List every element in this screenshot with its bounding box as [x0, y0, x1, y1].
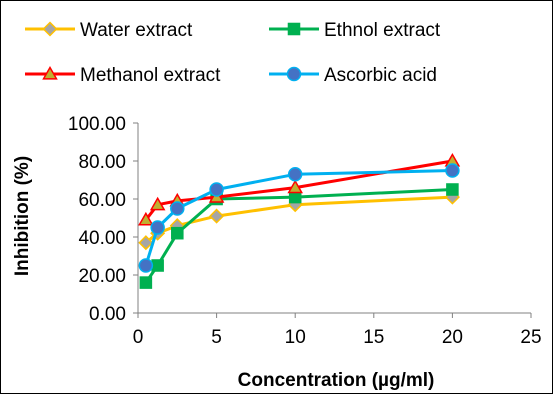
- series-methanol-extract: [138, 152, 461, 226]
- data-point-ascorbic-acid: [287, 167, 303, 182]
- series-layer: [138, 152, 461, 289]
- legend-label: Water extract: [80, 20, 193, 41]
- data-point-ethnol-extract: [171, 226, 184, 240]
- legend-label: Ethnol extract: [324, 20, 441, 41]
- x-axis-title: Concentration (µg/ml): [238, 370, 435, 391]
- y-tick-label: 40.00: [78, 228, 126, 249]
- data-point-methanol-extract: [138, 211, 154, 226]
- x-tick-label: 15: [363, 327, 384, 348]
- data-point-ethnol-extract: [139, 276, 153, 289]
- data-point-methanol-extract: [287, 179, 303, 194]
- legend-marker: [286, 66, 302, 82]
- legend-marker: [42, 65, 58, 80]
- y-tick-label: 60.00: [78, 190, 126, 211]
- axes: 0.00 20.00 40.00 60.00 80.00 100.00 0 5 10 15 20 25: [68, 114, 542, 348]
- data-point-water-extract: [138, 235, 154, 251]
- data-point-ethnol-extract: [446, 183, 459, 196]
- legend-marker: [287, 22, 301, 36]
- data-point-water-extract: [209, 208, 225, 224]
- x-tick-label: 10: [285, 327, 306, 348]
- legend-item-methanol-extract: Methanol extract: [25, 65, 221, 86]
- legend-item-ascorbic-acid: Ascorbic acid: [269, 65, 437, 86]
- x-tick-label: 5: [211, 327, 222, 348]
- y-tick-label: 100.00: [68, 114, 126, 135]
- data-point-ascorbic-acid: [138, 258, 154, 273]
- data-point-ethnol-extract: [288, 190, 302, 204]
- data-point-ethnol-extract: [151, 259, 164, 272]
- x-tick-label: 20: [442, 327, 463, 348]
- legend-item-water-extract: Water extract: [25, 20, 193, 41]
- data-point-ascorbic-acid: [209, 182, 224, 197]
- y-tick-label: 20.00: [78, 266, 126, 287]
- y-tick-label: 80.00: [78, 152, 126, 173]
- legend-marker: [42, 21, 58, 37]
- legend-label: Methanol extract: [80, 65, 221, 86]
- legend-item-ethnol-extract: Ethnol extract: [269, 20, 441, 41]
- y-axis-title: Inhibition (%): [12, 156, 33, 276]
- x-tick-label: 0: [133, 327, 144, 348]
- x-tick-label: 25: [520, 327, 541, 348]
- legend-label: Ascorbic acid: [324, 65, 437, 86]
- series-ascorbic-acid: [138, 163, 460, 273]
- series-line-ascorbic-acid: [144, 169, 453, 266]
- data-point-methanol-extract: [149, 196, 166, 211]
- data-point-ascorbic-acid: [170, 201, 185, 216]
- y-tick-label: 0.00: [89, 304, 126, 325]
- data-point-ascorbic-acid: [150, 220, 165, 235]
- data-point-ascorbic-acid: [445, 163, 460, 178]
